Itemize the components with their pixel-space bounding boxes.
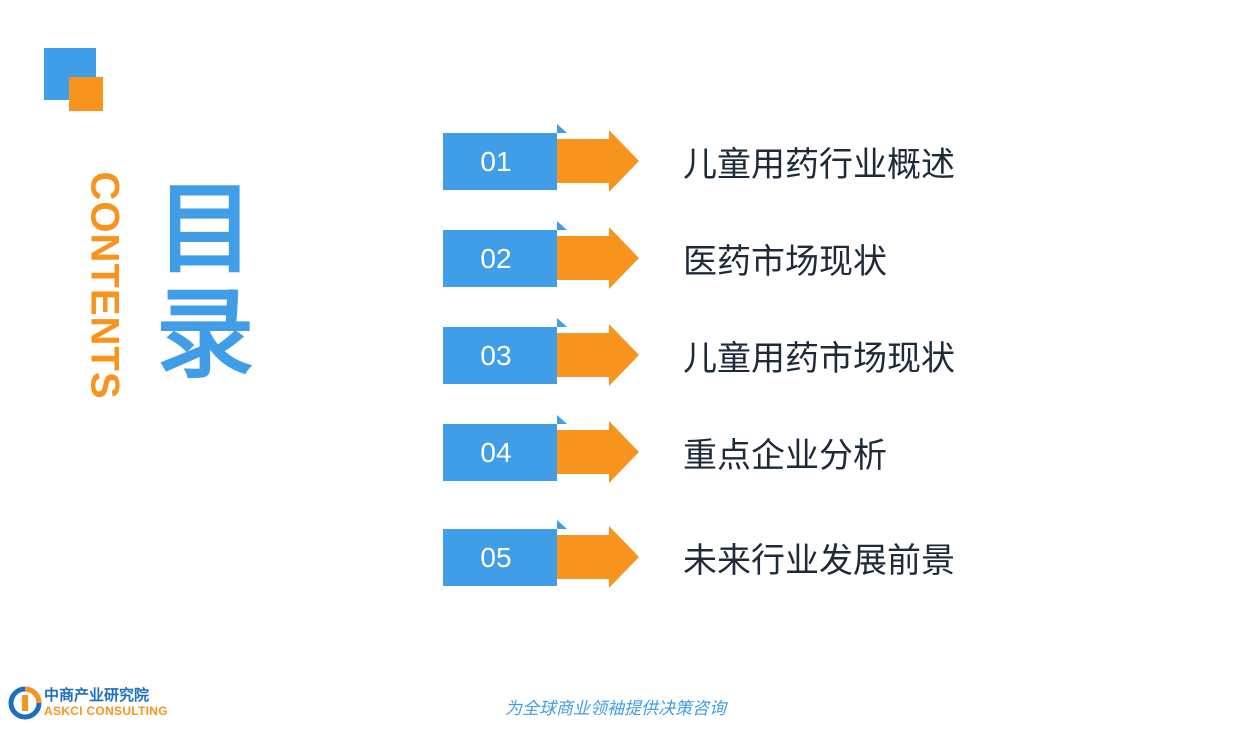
logo-mark-icon: [8, 686, 42, 720]
toc-label: 儿童用药市场现状: [683, 338, 955, 379]
toc-number: 03: [443, 327, 557, 384]
toc-notch: [557, 318, 567, 327]
toc-item-1[interactable]: 01 儿童用药行业概述: [443, 124, 1003, 192]
toc-notch: [557, 124, 567, 133]
arrow-right-icon: [557, 324, 639, 386]
toc-number: 02: [443, 230, 557, 287]
toc-notch: [557, 415, 567, 424]
toc-number: 05: [443, 529, 557, 586]
decor-square-orange: [69, 77, 103, 111]
arrow-right-icon: [557, 421, 639, 483]
arrow-right-icon: [557, 130, 639, 192]
toc-item-4[interactable]: 04 重点企业分析: [443, 415, 1003, 483]
toc-label: 医药市场现状: [683, 241, 887, 282]
contents-vertical-label: CONTENTS: [64, 171, 144, 399]
toc-item-2[interactable]: 02 医药市场现状: [443, 221, 1003, 289]
toc-notch: [557, 221, 567, 230]
footer-slogan: 为全球商业领袖提供决策咨询: [505, 699, 726, 719]
toc-label: 儿童用药行业概述: [683, 144, 955, 185]
toc-item-5[interactable]: 05 未来行业发展前景: [443, 520, 1003, 588]
toc-notch: [557, 520, 567, 529]
toc-number: 01: [443, 133, 557, 190]
toc-number: 04: [443, 424, 557, 481]
contents-text: CONTENTS: [82, 171, 127, 399]
logo-name-cn: 中商产业研究院: [44, 686, 150, 704]
title-char-2: 录: [155, 278, 254, 392]
toc-label: 重点企业分析: [683, 435, 887, 476]
logo-name-en: ASKCI CONSULTING: [44, 704, 168, 718]
arrow-right-icon: [557, 227, 639, 289]
toc-item-3[interactable]: 03 儿童用药市场现状: [443, 318, 1003, 386]
title-char-1: 目: [155, 173, 254, 287]
arrow-right-icon: [557, 526, 639, 588]
company-logo: 中商产业研究院 ASKCI CONSULTING: [8, 684, 178, 722]
toc-label: 未来行业发展前景: [683, 540, 955, 581]
